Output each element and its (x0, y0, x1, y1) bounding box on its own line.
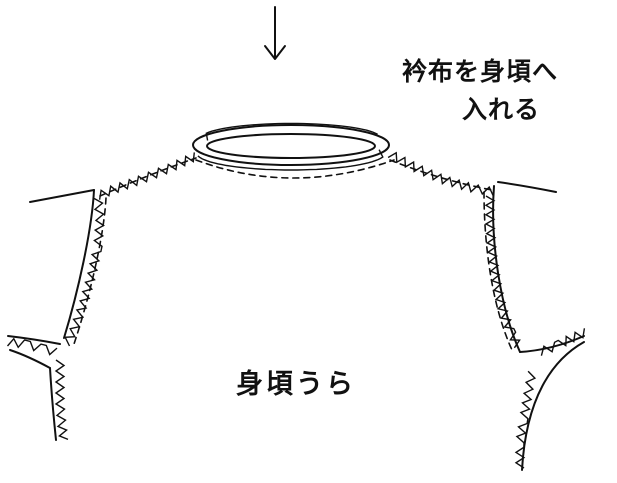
left-sleeve-top (7, 335, 61, 345)
left-shoulder-top (29, 189, 95, 203)
collar-outer-edge (192, 124, 390, 166)
left-armhole-curve (63, 189, 95, 339)
right-sleeve-curve (519, 335, 585, 353)
left-shoulder-zigzag (98, 152, 195, 200)
right-armhole-stitch-guide (483, 191, 513, 351)
stitch-guide-lines (73, 157, 513, 351)
left-side-zigzag (54, 359, 69, 441)
left-sleeve-bottom (9, 349, 51, 369)
collar-zigzag-back (205, 122, 378, 141)
left-sleeve-zigzag (6, 337, 58, 356)
right-side-curve (521, 341, 585, 471)
right-side-zigzag (514, 370, 537, 469)
collar-inner-edge (206, 133, 376, 159)
instruction-text-line-2: 入れる (462, 95, 541, 124)
zigzag-overlock-stitching (6, 122, 586, 469)
right-shoulder-stitch-guide (389, 159, 493, 191)
collar-band (192, 124, 390, 166)
left-armhole-zigzag (64, 197, 105, 347)
left-shoulder-stitch-guide (99, 157, 197, 197)
right-sleeve-zigzag (540, 328, 586, 356)
collar-stitch-guide (195, 159, 395, 179)
right-armhole-zigzag (484, 195, 521, 349)
collar-zigzag-front (197, 149, 384, 171)
bodice-outline (7, 181, 585, 471)
down-arrow-icon (264, 6, 286, 60)
bodice-label: 身頃うら (236, 369, 356, 400)
instruction-text-line-1: 衿布を身頃へ (402, 57, 559, 86)
right-shoulder-zigzag (387, 151, 494, 197)
left-side-seam (49, 367, 57, 441)
right-shoulder-top (497, 181, 557, 193)
